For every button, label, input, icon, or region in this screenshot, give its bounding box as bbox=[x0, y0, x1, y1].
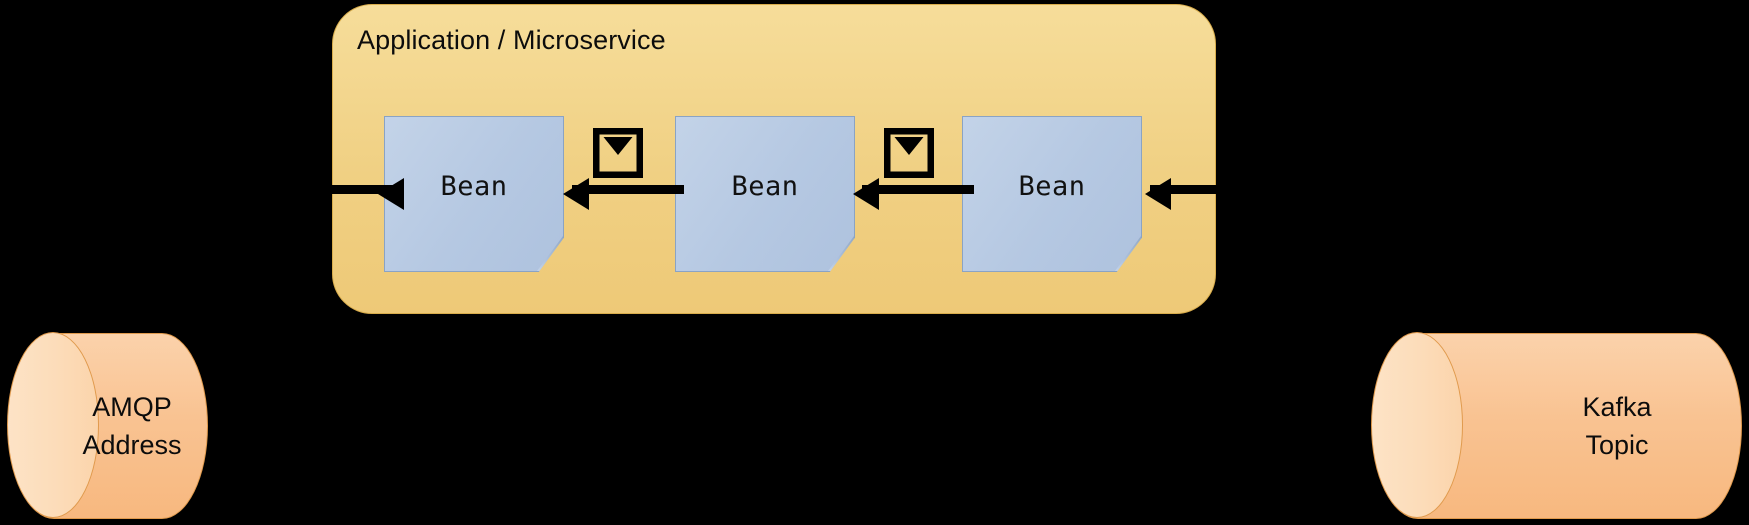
container-title: Application / Microservice bbox=[357, 25, 666, 55]
arrow-kafka-to-bean-3-head bbox=[1145, 178, 1171, 210]
bean-box[interactable]: Bean bbox=[675, 116, 855, 272]
cylinder-cap bbox=[7, 332, 99, 518]
amqp-address-label: AMQP Address bbox=[8, 333, 208, 519]
bean-label: Bean bbox=[731, 171, 799, 202]
amqp-address-cylinder[interactable]: AMQP Address bbox=[7, 332, 208, 519]
kafka-topic-cylinder[interactable]: Kafka Topic bbox=[1371, 332, 1742, 519]
arrow-bean-3-to-bean-2-line bbox=[862, 185, 974, 194]
arrow-bean-2-to-bean-1-line bbox=[572, 185, 684, 194]
kafka-label-line-2: Topic bbox=[1585, 430, 1649, 460]
kafka-label-line-1: Kafka bbox=[1582, 391, 1652, 422]
envelope-icon bbox=[884, 128, 934, 178]
arrow-bean-2-to-bean-1-head bbox=[563, 178, 589, 210]
envelope-icon bbox=[593, 128, 643, 178]
arrow-bean-3-to-bean-2-head bbox=[853, 178, 879, 210]
cylinder-cap bbox=[1371, 332, 1463, 518]
amqp-label-line-2: Address bbox=[82, 430, 182, 460]
bean-label: Bean bbox=[1018, 171, 1086, 202]
arrow-kafka-to-bean-3-line bbox=[1150, 185, 1248, 194]
kafka-topic-label: Kafka Topic bbox=[1372, 333, 1742, 519]
bean-box[interactable]: Bean bbox=[384, 116, 564, 272]
arrow-into-bean-1-line bbox=[330, 185, 400, 194]
amqp-label-line-1: AMQP bbox=[92, 391, 172, 422]
bean-box[interactable]: Bean bbox=[962, 116, 1142, 272]
bean-label: Bean bbox=[440, 171, 508, 202]
arrow-into-bean-1-head bbox=[378, 178, 404, 210]
